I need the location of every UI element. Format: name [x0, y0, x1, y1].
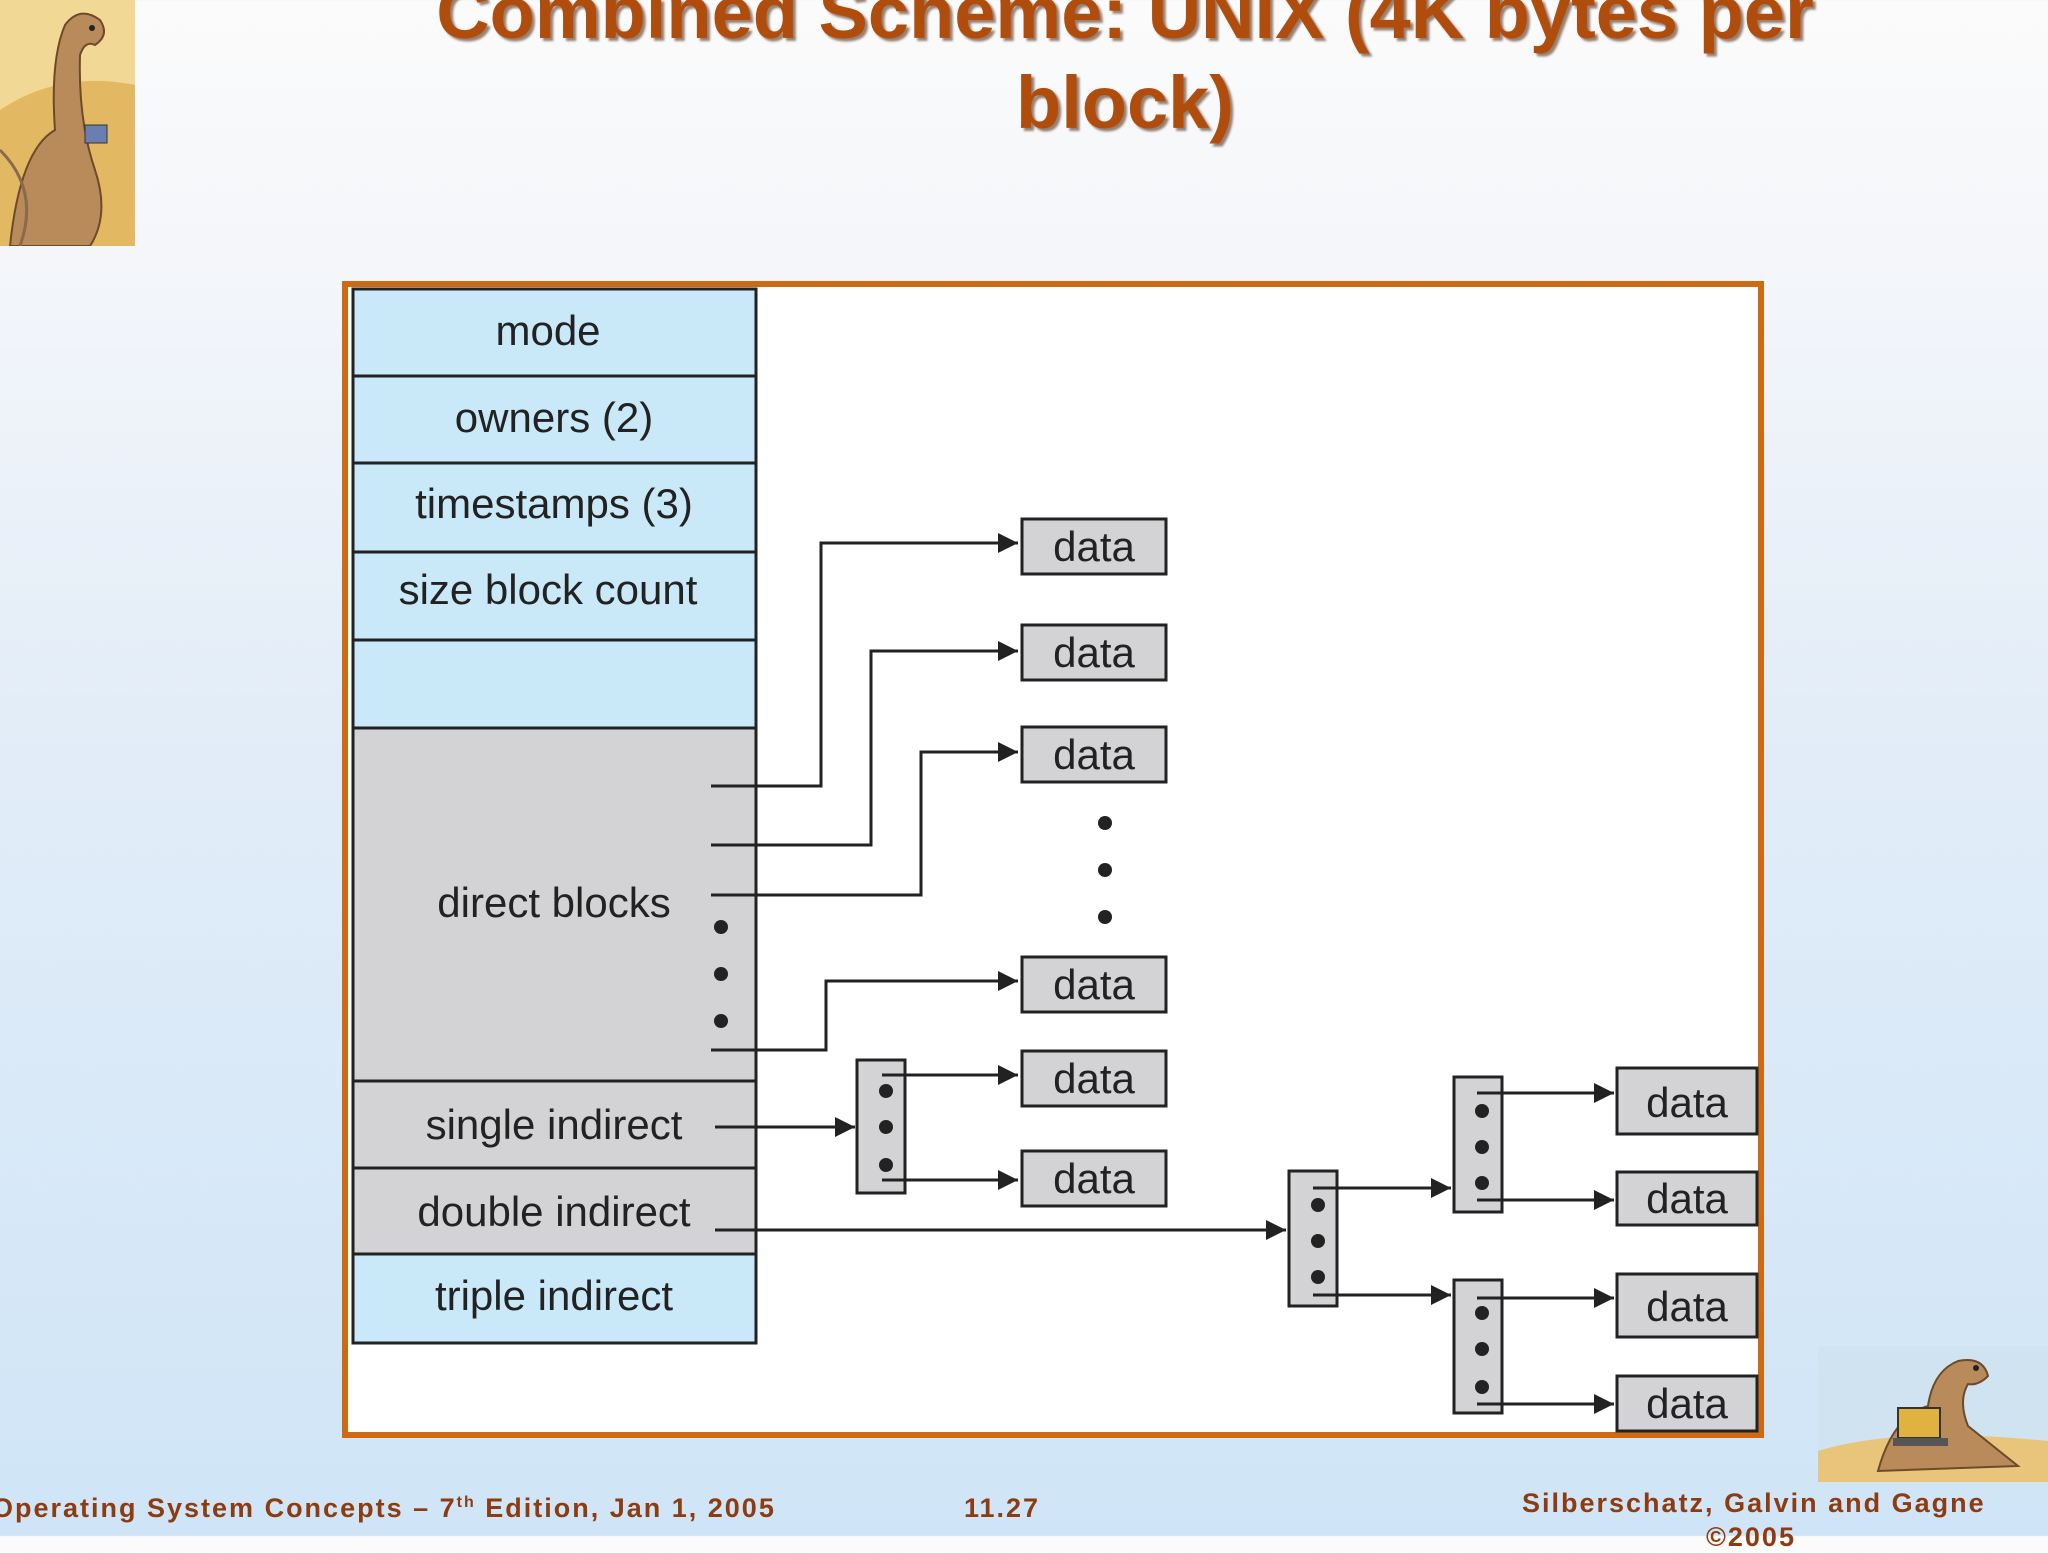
inode-row-size [351, 550, 758, 642]
dinosaur-logo-bottom-right [1818, 1346, 2048, 1482]
data-block-label: data [1053, 961, 1135, 1008]
footer-book-info: Operating System Concepts – 7th Edition,… [0, 1493, 776, 1524]
title-line-1: Combined Scheme: UNIX (4K bytes per [436, 0, 1814, 54]
data-block [1615, 1272, 1759, 1339]
footer-copyright: ©2005 [1706, 1522, 1796, 1552]
label-timestamps: timestamps (3) [415, 480, 693, 527]
label-double-indirect: double indirect [417, 1188, 691, 1235]
direct-blocks-ellipsis [714, 920, 728, 1028]
label-owners: owners (2) [455, 394, 653, 441]
inode-row-timestamps [351, 461, 758, 554]
footer-page-number: 11.27 [964, 1493, 1041, 1523]
slide-title: Combined Scheme: UNIX (4K bytes per bloc… [150, 0, 2048, 148]
data-block-label: data [1646, 1283, 1728, 1330]
data-block [1020, 1049, 1168, 1108]
data-block-label: data [1053, 523, 1135, 570]
data-block [1615, 1374, 1759, 1433]
data-block [1020, 517, 1168, 576]
footer-book-title: Operating System Concepts – 7 [0, 1493, 457, 1523]
title-line-2: block) [1016, 61, 1234, 144]
data-block-label: data [1053, 629, 1135, 676]
data-block [1020, 1149, 1168, 1208]
label-size-block-count: size block count [399, 566, 698, 613]
footer-edition-sup: th [456, 1494, 476, 1511]
inode-row-triple-indirect [351, 1252, 758, 1345]
label-single-indirect: single indirect [426, 1101, 683, 1148]
direct-data-blocks: data data data data [1020, 517, 1168, 1014]
data-block-label: data [1053, 1055, 1135, 1102]
inode-row-direct-blocks [351, 726, 758, 1083]
data-block [1020, 623, 1168, 682]
inode-row-mode [351, 287, 758, 378]
data-block [1020, 725, 1168, 784]
inode-table: mode owners (2) timestamps (3) size bloc… [351, 287, 758, 1345]
dinosaur-logo-top-left [0, 0, 135, 246]
inode-row-owners [351, 374, 758, 465]
inode-row-single-indirect [351, 1079, 758, 1170]
data-blocks-ellipsis [1098, 816, 1112, 924]
data-block-label: data [1646, 1079, 1728, 1126]
footer-authors: Silberschatz, Galvin and Gagne [1522, 1488, 1986, 1518]
inode-row-double-indirect [351, 1166, 758, 1256]
data-block-label: data [1053, 731, 1135, 778]
label-triple-indirect: triple indirect [435, 1272, 673, 1319]
data-block-label: data [1646, 1175, 1728, 1222]
data-block [1615, 1170, 1759, 1227]
data-block [1615, 1066, 1759, 1136]
data-block [1020, 955, 1168, 1014]
data-block-label: data [1646, 1380, 1728, 1427]
double-indirect-structure: data data data data [715, 1066, 1759, 1433]
inode-row-blank [351, 638, 758, 730]
label-direct-blocks: direct blocks [437, 879, 670, 926]
footer-book-date: Edition, Jan 1, 2005 [475, 1493, 776, 1523]
label-mode: mode [495, 307, 600, 354]
data-block-label: data [1053, 1155, 1135, 1202]
single-indirect-structure: data data [715, 1049, 1168, 1208]
direct-pointer-arrows [711, 533, 1018, 1052]
